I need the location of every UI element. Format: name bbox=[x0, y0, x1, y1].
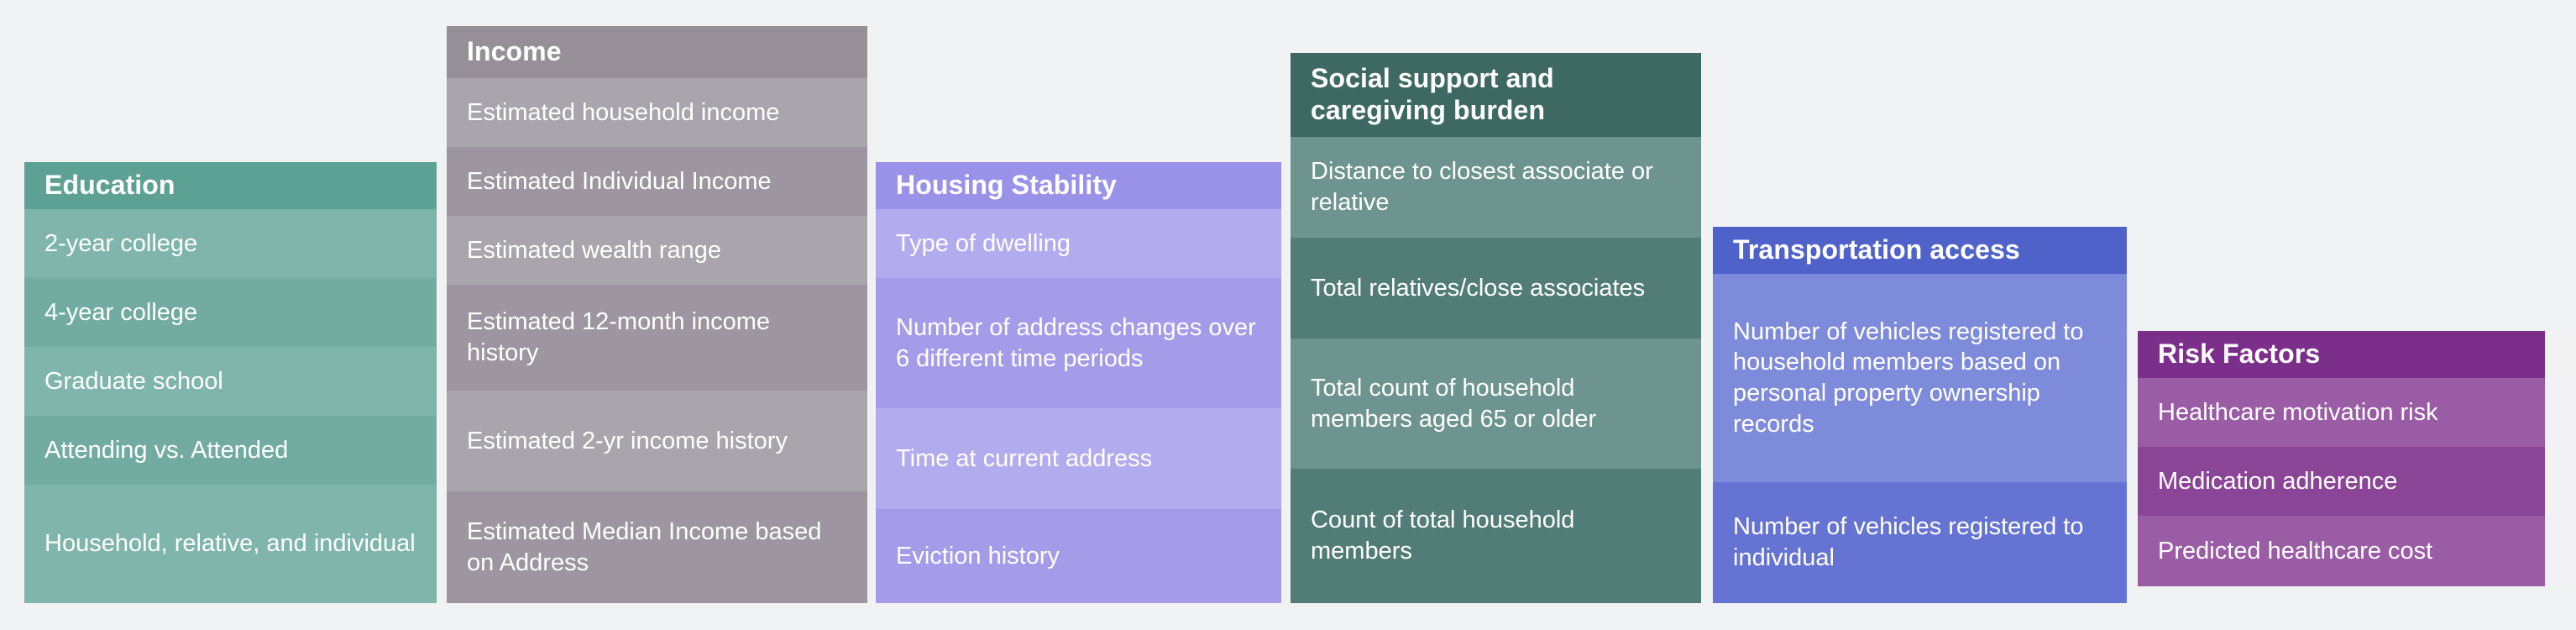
category-item[interactable]: Estimated 2-yr income history bbox=[447, 391, 867, 491]
category-item[interactable]: Distance to closest associate or relativ… bbox=[1291, 137, 1701, 238]
category-item-label: Count of total household members bbox=[1311, 507, 1575, 564]
category-item-label: Attending vs. Attended bbox=[45, 436, 289, 464]
category-item-label: Medication adherence bbox=[2158, 467, 2398, 495]
category-header-transportation-access: Transportation access bbox=[1713, 227, 2127, 274]
category-item[interactable]: Graduate school bbox=[24, 347, 437, 416]
category-header-social-support: Social support and caregiving burden bbox=[1291, 53, 1701, 137]
category-item-label: Type of dwelling bbox=[896, 229, 1071, 257]
category-item[interactable]: Eviction history bbox=[876, 509, 1281, 603]
category-header-housing-stability: Housing Stability bbox=[876, 162, 1281, 209]
category-item[interactable]: Time at current address bbox=[876, 408, 1281, 509]
category-item-label: Household, relative, and individual bbox=[45, 530, 416, 558]
category-item[interactable]: Predicted healthcare cost bbox=[2138, 516, 2545, 586]
category-item[interactable]: 2-year college bbox=[24, 209, 437, 278]
category-header-education: Education bbox=[24, 162, 437, 209]
category-item-list: Distance to closest associate or relativ… bbox=[1291, 137, 1701, 603]
category-title: Income bbox=[467, 36, 562, 67]
category-item-label: Total count of household members aged 65… bbox=[1311, 374, 1597, 433]
category-title: Social support and caregiving burden bbox=[1311, 63, 1554, 125]
category-item[interactable]: Number of address changes over 6 differe… bbox=[876, 278, 1281, 408]
category-item[interactable]: Household, relative, and individual bbox=[24, 485, 437, 603]
category-item[interactable]: Type of dwelling bbox=[876, 209, 1281, 278]
category-item-label: Number of address changes over 6 differe… bbox=[896, 313, 1256, 372]
category-title: Transportation access bbox=[1733, 234, 2020, 265]
category-header-risk-factors: Risk Factors bbox=[2138, 331, 2545, 378]
category-item[interactable]: 4-year college bbox=[24, 278, 437, 347]
category-title: Risk Factors bbox=[2158, 339, 2321, 370]
category-item-label: Number of vehicles registered to individ… bbox=[1733, 513, 2084, 571]
category-item-label: Estimated Individual Income bbox=[467, 167, 772, 195]
category-item[interactable]: Estimated Individual Income bbox=[447, 147, 867, 216]
category-header-income: Income bbox=[447, 26, 867, 78]
category-item-label: 2-year college bbox=[45, 229, 198, 257]
category-title: Education bbox=[45, 170, 175, 201]
category-item-label: Number of vehicles registered to househo… bbox=[1733, 318, 2084, 438]
category-item[interactable]: Estimated 12-month income history bbox=[447, 285, 867, 391]
category-item-label: Predicted healthcare cost bbox=[2158, 537, 2433, 564]
category-item-label: Healthcare motivation risk bbox=[2158, 398, 2438, 426]
category-item[interactable]: Number of vehicles registered to individ… bbox=[1713, 482, 2127, 603]
category-item-label: Time at current address bbox=[896, 444, 1153, 472]
category-item[interactable]: Estimated wealth range bbox=[447, 216, 867, 285]
category-item-label: Graduate school bbox=[45, 367, 223, 395]
category-item-label: Estimated 2-yr income history bbox=[467, 427, 788, 454]
category-item-label: Total relatives/close associates bbox=[1311, 274, 1646, 302]
category-item-label: Estimated Median Income based on Address bbox=[467, 517, 822, 576]
category-item-list: Number of vehicles registered to househo… bbox=[1713, 274, 2127, 603]
category-item-label: Distance to closest associate or relativ… bbox=[1311, 158, 1653, 216]
category-item[interactable]: Estimated household income bbox=[447, 78, 867, 147]
category-item[interactable]: Estimated Median Income based on Address bbox=[447, 491, 867, 603]
category-item[interactable]: Medication adherence bbox=[2138, 447, 2545, 516]
category-item[interactable]: Count of total household members bbox=[1291, 469, 1701, 603]
category-item[interactable]: Total count of household members aged 65… bbox=[1291, 339, 1701, 469]
category-item[interactable]: Total relatives/close associates bbox=[1291, 238, 1701, 339]
category-item[interactable]: Healthcare motivation risk bbox=[2138, 378, 2545, 447]
category-title: Housing Stability bbox=[896, 170, 1118, 201]
category-item-label: Estimated household income bbox=[467, 98, 780, 126]
category-item[interactable]: Number of vehicles registered to househo… bbox=[1713, 274, 2127, 482]
category-item-label: 4-year college bbox=[45, 298, 198, 326]
category-item[interactable]: Attending vs. Attended bbox=[24, 416, 437, 485]
category-item-label: Estimated 12-month income history bbox=[467, 308, 771, 366]
category-item-label: Estimated wealth range bbox=[467, 236, 722, 264]
category-item-label: Eviction history bbox=[896, 542, 1060, 570]
